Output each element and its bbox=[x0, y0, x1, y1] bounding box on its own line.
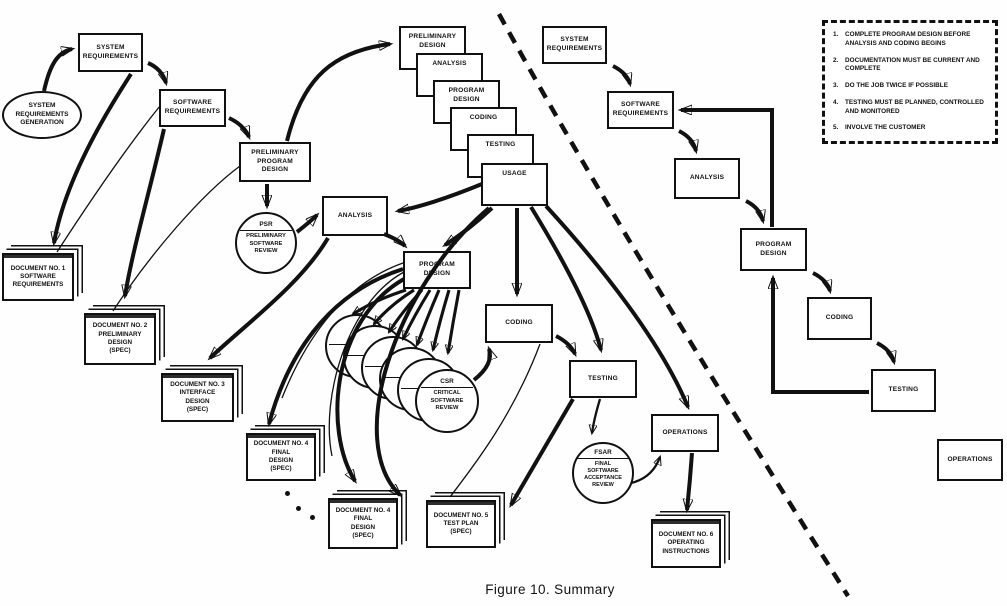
fsar-name: FINAL SOFTWARE ACCEPTANCE REVIEW bbox=[584, 461, 622, 488]
arrow-usage-to-analysis bbox=[398, 182, 483, 211]
ellipsis-dot-2 bbox=[296, 506, 301, 511]
arrow-right-swreq-to-analysis bbox=[678, 129, 696, 151]
csr-name: CRITICAL SOFTWARE REVIEW bbox=[430, 390, 464, 412]
fsar-abbr: FSAR bbox=[594, 449, 612, 456]
box-testing-center: TESTING bbox=[569, 360, 637, 398]
arrow-operations-to-document-6 bbox=[687, 452, 694, 510]
box-system-requirements-right: SYSTEM REQUIREMENTS bbox=[542, 26, 607, 64]
rule-number: 3. bbox=[833, 82, 839, 89]
psr-circle: PSR PRELIMINARY SOFTWARE REVIEW bbox=[235, 212, 297, 274]
csr-abbr: CSR bbox=[440, 378, 454, 385]
rule-text: DO THE JOB TWICE IF POSSIBLE bbox=[845, 82, 948, 89]
arrow-to-document-2 bbox=[125, 128, 166, 296]
box-operations-center: OPERATIONS bbox=[651, 414, 719, 452]
rule-text: INVOLVE THE CUSTOMER bbox=[845, 124, 926, 132]
box-coding-right: CODING bbox=[807, 297, 872, 340]
rule-text: DOCUMENTATION MUST BE CURRENT AND COMPLE… bbox=[845, 56, 980, 73]
psr-name: PRELIMINARY SOFTWARE REVIEW bbox=[246, 233, 286, 255]
fan-arrow-7 bbox=[448, 289, 461, 353]
rule-item-1: 1. COMPLETE PROGRAM DESIGN BEFORE ANALYS… bbox=[833, 31, 989, 49]
box-system-requirements-left: SYSTEM REQUIREMENTS bbox=[78, 33, 143, 72]
arrow-ppd-to-cascade bbox=[285, 44, 390, 142]
arrow-sysreq-to-swreq bbox=[147, 61, 166, 83]
box-testing-right: TESTING bbox=[871, 369, 936, 412]
document-4a: DOCUMENT NO. 4 FINAL DESIGN (SPEC) bbox=[246, 433, 316, 481]
rule-item-2: 2. DOCUMENTATION MUST BE CURRENT AND COM… bbox=[833, 57, 989, 75]
box-analysis-right: ANALYSIS bbox=[674, 158, 740, 199]
system-requirements-generation-ellipse: SYSTEM REQUIREMENTS GENERATION bbox=[2, 91, 82, 139]
rule-text: COMPLETE PROGRAM DESIGN BEFORE ANALYSIS … bbox=[845, 31, 971, 47]
csr-circle: CSR CRITICAL SOFTWARE REVIEW bbox=[415, 369, 479, 433]
fan-arrow-1 bbox=[353, 288, 407, 316]
box-coding-center: CODING bbox=[485, 304, 553, 343]
rule-number: 1. bbox=[833, 31, 839, 38]
rules-panel: 1. COMPLETE PROGRAM DESIGN BEFORE ANALYS… bbox=[822, 20, 998, 144]
arrow-psr-to-analysis bbox=[295, 215, 317, 234]
document-3: DOCUMENT NO. 3 INTERFACE DESIGN (SPEC) bbox=[161, 373, 234, 422]
rule-item-5: 5. INVOLVE THE CUSTOMER bbox=[833, 124, 989, 133]
arrow-fsar-to-operations bbox=[630, 457, 660, 485]
arrow-right-analysis-to-pd bbox=[745, 199, 763, 221]
psr-divider bbox=[240, 230, 292, 231]
rule-number: 4. bbox=[833, 98, 839, 106]
line-document2-to-ppd bbox=[112, 165, 241, 312]
cascade-box-usage: USAGE bbox=[481, 163, 548, 206]
arrow-testing-to-document-5 bbox=[511, 397, 575, 505]
csr-divider bbox=[420, 387, 474, 388]
rule-item-3: 3. DO THE JOB TWICE IF POSSIBLE bbox=[833, 82, 989, 91]
rule-text: TESTING MUST BE PLANNED, CONTROLLED AND … bbox=[845, 98, 984, 115]
rule-number: 2. bbox=[833, 56, 839, 64]
fan-arrow-3 bbox=[387, 288, 424, 332]
rule-item-4: 4. TESTING MUST BE PLANNED, CONTROLLED A… bbox=[833, 99, 989, 117]
fsar-circle: FSAR FINAL SOFTWARE ACCEPTANCE REVIEW bbox=[572, 442, 634, 504]
arrow-testing-to-fsar bbox=[592, 398, 602, 433]
arrow-coding-to-testing bbox=[555, 334, 577, 354]
box-program-design-right: PROGRAM DESIGN bbox=[740, 228, 807, 271]
arrow-right-coding-to-testing bbox=[876, 341, 894, 362]
rule-number: 5. bbox=[833, 124, 839, 132]
ellipsis-dot-3 bbox=[310, 515, 315, 520]
box-analysis-left: ANALYSIS bbox=[322, 196, 388, 236]
fan-arrow-4 bbox=[401, 289, 432, 339]
fan-arrow-6 bbox=[433, 289, 451, 350]
arrow-swreq-to-ppd bbox=[228, 116, 251, 137]
box-operations-right: OPERATIONS bbox=[937, 439, 1003, 481]
fan-arrow-2 bbox=[374, 288, 415, 324]
document-2: DOCUMENT NO. 2 PRELIMINARY DESIGN (SPEC) bbox=[84, 313, 156, 365]
arrow-csr-to-coding bbox=[472, 349, 490, 382]
document-4b: DOCUMENT NO. 4 FINAL DESIGN (SPEC) bbox=[328, 498, 398, 549]
arrow-right-sysreq-to-swreq bbox=[612, 64, 630, 84]
figure-caption: Figure 10. Summary bbox=[485, 582, 615, 597]
ellipsis-dot-1 bbox=[285, 491, 290, 496]
fan-arrow-5 bbox=[417, 289, 441, 345]
arrow-usage-to-program-design bbox=[445, 206, 494, 245]
arrow-right-pd-to-coding bbox=[812, 271, 830, 291]
box-software-requirements-left: SOFTWARE REQUIREMENTS bbox=[159, 89, 226, 127]
document-5: DOCUMENT NO. 5 TEST PLAN (SPEC) bbox=[426, 500, 496, 548]
psr-abbr: PSR bbox=[259, 221, 273, 228]
arrow-generation-to-sysreq bbox=[42, 49, 72, 92]
document-1: DOCUMENT NO. 1 SOFTWARE REQUIREMENTS bbox=[2, 253, 74, 301]
document-6: DOCUMENT NO. 6 OPERATING INSTRUCTIONS bbox=[651, 519, 721, 568]
box-software-requirements-right: SOFTWARE REQUIREMENTS bbox=[607, 91, 674, 129]
box-preliminary-program-design: PRELIMINARY PROGRAM DESIGN bbox=[239, 142, 311, 182]
box-program-design-left: PROGRAM DESIGN bbox=[403, 251, 471, 289]
fsar-divider bbox=[577, 458, 629, 459]
